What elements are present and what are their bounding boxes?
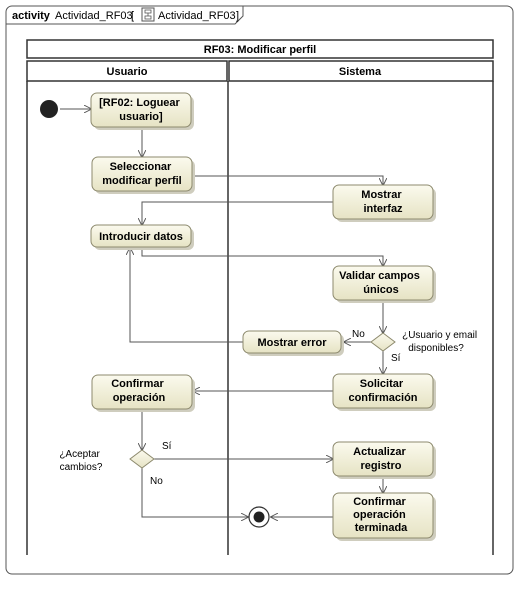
diagram-icon: [141, 7, 155, 22]
action-validar-line-2: únicos: [363, 284, 398, 296]
decision-question-disponibles: ¿Usuario y email disponibles?: [402, 330, 480, 354]
action-actualizar-line-2: registro: [361, 460, 402, 472]
lane-title-sistema: Sistema: [339, 66, 382, 78]
svg-text:Validar campos únicos: Validar campos únicos: [339, 270, 423, 296]
action-mostrar-interfaz-line-2: interfaz: [363, 203, 403, 215]
flow-mostrar-to-introducir: [142, 201, 333, 225]
action-operacion-terminada: Confirmar operación terminada: [332, 492, 436, 541]
action-mostrar-error: Mostrar error: [242, 330, 344, 356]
frame-bracket-close: ]: [236, 10, 239, 22]
decision-node-aceptar: [129, 449, 155, 469]
action-mostrar-error-line-1: Mostrar error: [257, 337, 327, 349]
control-flows: [60, 109, 383, 517]
action-confirmar-line-2: operación: [113, 392, 166, 404]
action-loguear: [RF02: Loguear usuario]: [90, 92, 194, 130]
frame-bracket-open: [: [131, 10, 134, 22]
svg-text:Introducir datos: Introducir datos: [99, 231, 183, 243]
action-validar-line-1: Validar campos: [339, 270, 420, 282]
action-seleccionar: Seleccionar modificar perfil: [91, 156, 195, 194]
action-mostrar-interfaz-line-1: Mostrar: [361, 189, 402, 201]
flow-introducir-to-validar: [141, 248, 383, 266]
frame-name: Actividad_RF03: [55, 10, 133, 22]
action-confirmar-operacion: Confirmar operación: [91, 374, 195, 412]
svg-text:[RF02: Loguear usuario]: [RF02: Loguear usuario]: [99, 97, 183, 123]
activity-final-node: [248, 506, 270, 528]
decision-question-disponibles-line-2: disponibles?: [408, 343, 464, 354]
decision-question-aceptar-line-1: ¿Aceptar: [59, 449, 100, 460]
action-actualizar-registro: Actualizar registro: [332, 441, 436, 479]
action-terminada-line-3: terminada: [355, 522, 408, 534]
action-seleccionar-line-1: Seleccionar: [110, 161, 172, 173]
diagram-frame: activity Actividad_RF03 [ Actividad_RF03…: [5, 5, 514, 575]
action-solicitar-line-2: confirmación: [348, 392, 417, 404]
decision-question-aceptar: ¿Aceptar cambios?: [59, 449, 103, 473]
svg-text:Seleccionar modificar pe: Seleccionar modificar perfil: [102, 161, 181, 187]
action-solicitar-confirmacion: Solicitar confirmación: [332, 373, 436, 411]
partition-title: RF03: Modificar perfil: [204, 44, 316, 56]
lane-title-usuario: Usuario: [107, 66, 148, 78]
decision-question-disponibles-line-1: ¿Usuario y email: [402, 330, 477, 341]
action-loguear-line-1: [RF02: Loguear: [99, 97, 180, 109]
action-terminada-line-2: operación: [353, 509, 406, 521]
action-introducir-line-1: Introducir datos: [99, 231, 183, 243]
svg-text:Confirmar operación: Confirmar operación: [111, 378, 167, 404]
action-introducir-datos: Introducir datos: [90, 224, 194, 250]
frame-keyword: activity: [12, 10, 51, 22]
initial-node: [40, 100, 58, 118]
svg-text:Solicitar confirmación: Solicitar confirmación: [348, 378, 417, 404]
guard-no-disponibles: No: [352, 329, 365, 340]
svg-text:Actualizar registro: Actualizar registro: [353, 446, 409, 472]
decision-question-aceptar-line-2: cambios?: [60, 462, 103, 473]
flow-seleccionar-to-mostrar: [192, 175, 383, 185]
flow-decision-no-to-final: [141, 468, 248, 517]
action-confirmar-line-1: Confirmar: [111, 378, 164, 390]
action-mostrar-interfaz: Mostrar interfaz: [332, 184, 436, 222]
action-actualizar-line-1: Actualizar: [353, 446, 406, 458]
partition: RF03: Modificar perfil Usuario Sistema: [26, 39, 494, 555]
frame-diagram-name: Actividad_RF03: [158, 10, 236, 22]
flow-error-to-introducir: [130, 248, 243, 343]
svg-text:Mostrar error: Mostrar error: [257, 337, 327, 349]
action-loguear-line-2: usuario]: [119, 111, 163, 123]
action-terminada-line-1: Confirmar: [353, 496, 406, 508]
svg-text:Mostrar interfaz: Mostrar interfaz: [361, 189, 404, 215]
guard-si-disponibles: Sí: [391, 353, 401, 364]
action-seleccionar-line-2: modificar perfil: [102, 175, 181, 187]
action-solicitar-line-1: Solicitar: [360, 378, 404, 390]
action-validar-campos: Validar campos únicos: [332, 265, 436, 303]
guard-no-aceptar: No: [150, 476, 163, 487]
guard-si-aceptar: Sí: [162, 441, 172, 452]
svg-text:Confirmar operación: Confirmar operación terminada: [353, 496, 409, 534]
decision-node-disponibles: [370, 332, 396, 352]
